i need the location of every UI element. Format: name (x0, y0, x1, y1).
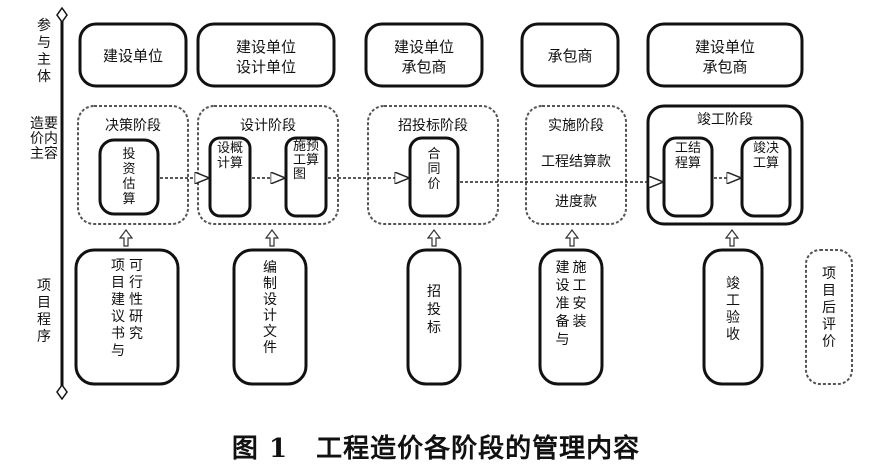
up-arrows (118, 229, 740, 247)
cost-management-diagram: 参与主体 造价主要内容 项目程序 建设单位 建设单位设计单位 建设单位承包商 承… (30, 6, 853, 401)
stage-title: 决策阶段 (105, 117, 161, 134)
row-label-procedure: 项目程序 (37, 278, 51, 345)
procedure-label: 竣工验收 (726, 276, 740, 343)
participant-label: 建设单位设计单位 (236, 38, 296, 76)
row-label-cost-control: 造价主要内容 (30, 116, 58, 162)
procedures-row: 项目建议书与可行性研究 编制设计文件 招投标 建设准备与施工安装 竣工验收 项目… (74, 248, 853, 386)
stage-item: 工程结算 (675, 141, 701, 171)
stage-item: 设计概算 (217, 141, 243, 171)
procedure-label: 编制设计文件 (263, 260, 277, 356)
procedure-label: 建设准备与施工安装 (556, 260, 587, 348)
participant-label: 承包商 (547, 47, 592, 65)
flow-arrows (160, 178, 740, 182)
stage-item: 竣工决算 (753, 141, 779, 171)
stage-title: 竣工阶段 (697, 112, 753, 128)
participant-label: 建设单位 (103, 47, 163, 65)
stage-item: 合同价 (427, 147, 440, 192)
figure-caption: 图 1 工程造价各阶段的管理内容 (0, 428, 872, 465)
procedure-label: 项目建议书与可行性研究 (111, 258, 143, 359)
stage-title: 招投标阶段 (398, 118, 468, 134)
timeline-top-marker (56, 6, 68, 24)
participant-label: 建设单位承包商 (394, 38, 454, 76)
stage-title: 实施阶段 (548, 118, 604, 134)
participant-label: 建设单位承包商 (695, 38, 755, 76)
procedure-label: 招投标 (427, 284, 441, 336)
figure-title: 工程造价各阶段的管理内容 (316, 434, 641, 464)
stage-item: 进度款 (555, 194, 597, 210)
timeline-bottom-marker (56, 383, 68, 401)
figure-number: 图 1 (231, 434, 289, 464)
stage-item: 投资估算 (122, 146, 135, 207)
procedure-label: 项目后评价 (822, 266, 836, 350)
stage-item: 施工图预算 (293, 139, 319, 182)
stage-title: 设计阶段 (240, 118, 296, 134)
stage-item: 工程结算款 (541, 154, 611, 170)
row-label-participants: 参与主体 (37, 17, 51, 85)
stages-row: 决策阶段 设计阶段 招投标阶段 实施阶段 竣工阶段 投资估算 设计概算 施工图预… (77, 104, 804, 226)
participants-row: 建设单位 建设单位设计单位 建设单位承包商 承包商 建设单位承包商 (78, 22, 804, 88)
